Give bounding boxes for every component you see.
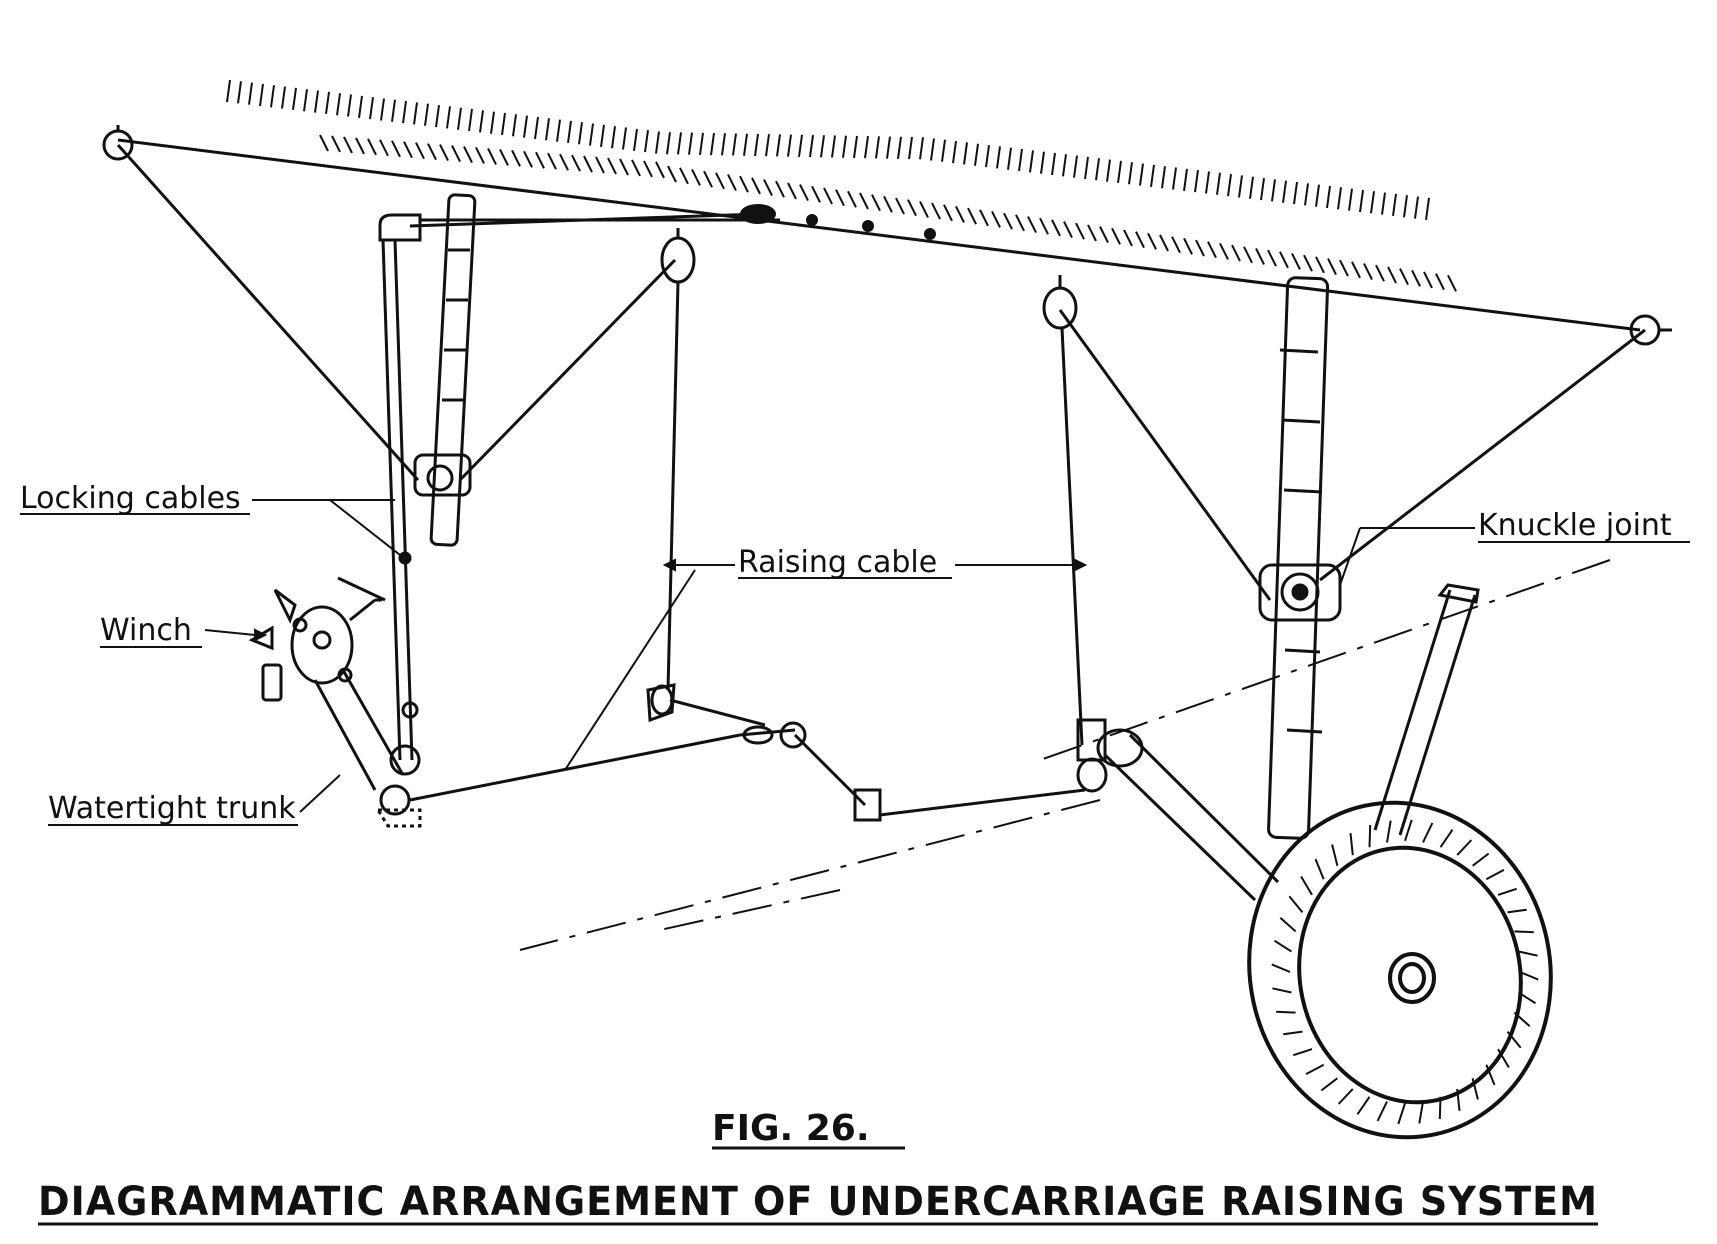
raising-pulley-right-top xyxy=(1042,275,1078,330)
side-strut xyxy=(1373,583,1480,836)
raising-cable-runs xyxy=(409,281,1086,817)
right-wing-pulley xyxy=(1629,314,1672,346)
figure-number: FIG. 26. xyxy=(712,1108,870,1149)
wheel xyxy=(1247,800,1553,1140)
watertight-trunk xyxy=(313,669,422,828)
cable-tensioners xyxy=(740,204,936,240)
left-brace-cables xyxy=(116,143,677,482)
raising-pulley-left-top xyxy=(660,228,696,284)
label-knuckle-joint: Knuckle joint xyxy=(1478,508,1672,543)
label-watertight-trunk: Watertight trunk xyxy=(48,791,296,826)
right-main-leg xyxy=(1258,276,1342,840)
left-oleo-leg xyxy=(413,193,477,547)
leader-lines xyxy=(204,499,1475,813)
wing-hatching xyxy=(226,79,1457,292)
label-raising-cable: Raising cable xyxy=(738,545,937,580)
right-brace-cables xyxy=(1058,309,1646,601)
lower-pulleys xyxy=(646,683,1108,822)
label-winch: Winch xyxy=(100,613,192,648)
figure-caption: DIAGRAMMATIC ARRANGEMENT OF UNDERCARRIAG… xyxy=(38,1179,1598,1225)
centre-lines xyxy=(519,559,1611,951)
wheel-tread xyxy=(1271,819,1539,1125)
winch-assembly xyxy=(248,576,386,702)
label-locking-cables: Locking cables xyxy=(20,481,241,516)
left-wing-pulley xyxy=(102,125,134,161)
wing-cable xyxy=(117,138,1641,332)
radius-rod xyxy=(1096,728,1280,902)
